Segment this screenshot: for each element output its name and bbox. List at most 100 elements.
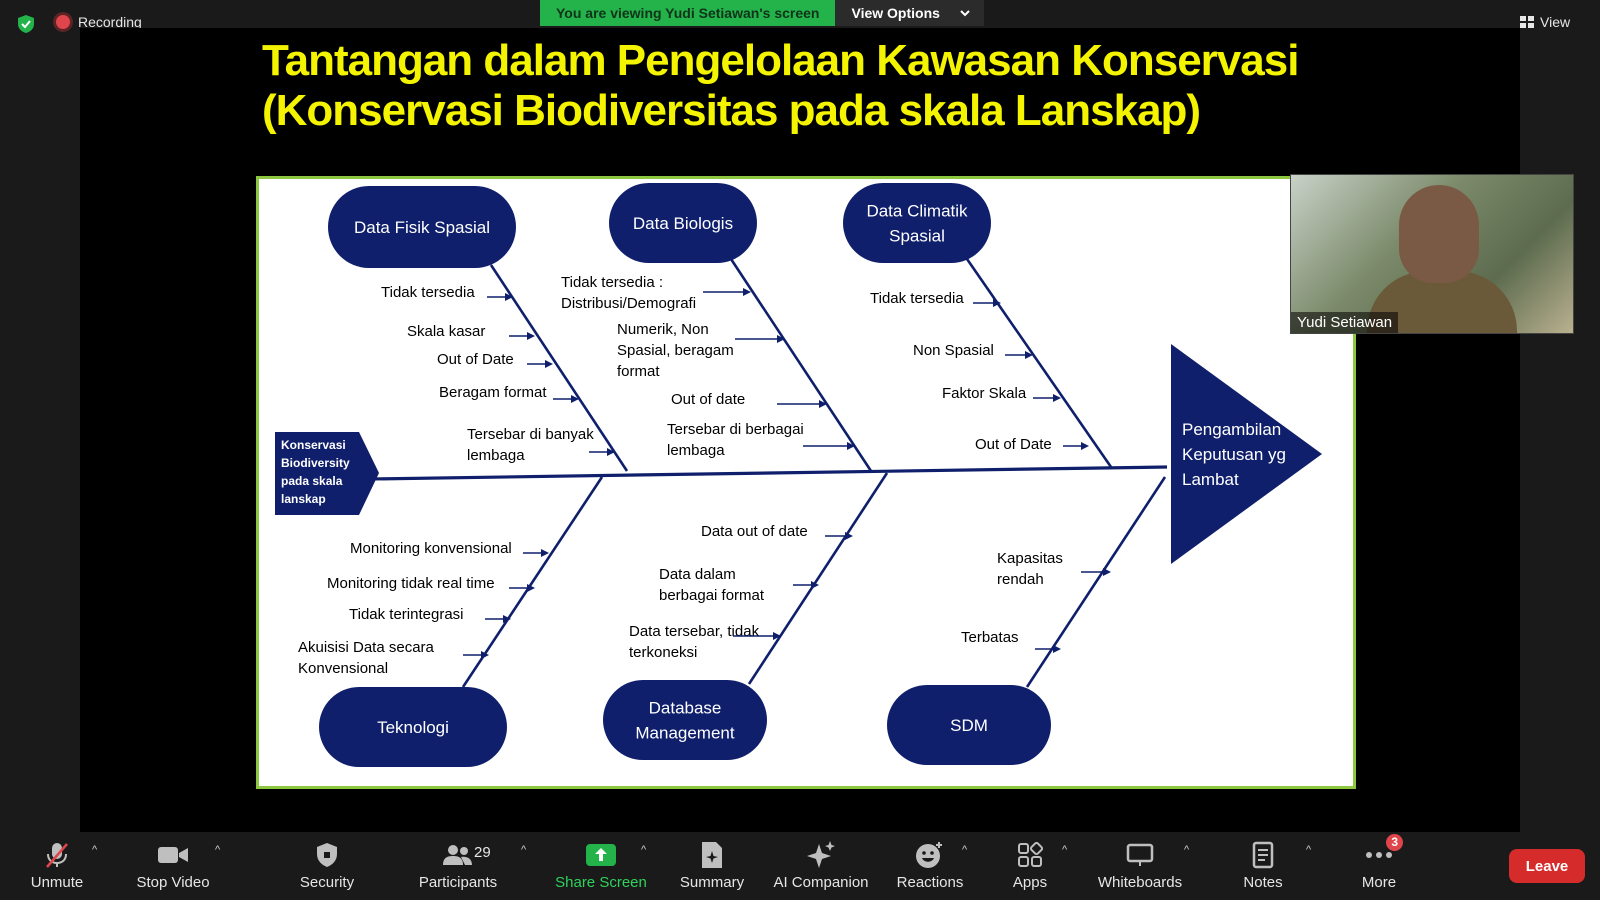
whiteboards-label: Whiteboards — [1098, 874, 1182, 891]
cause-climatik-2: Non Spasial — [913, 342, 994, 359]
cause-climatik-3: Faktor Skala — [942, 385, 1027, 402]
view-options-label: View Options — [851, 5, 939, 21]
security-button[interactable]: Security — [272, 840, 382, 891]
security-label: Security — [300, 874, 354, 891]
reactions-button[interactable]: Reactions — [875, 840, 985, 891]
meeting-toolbar: Unmute ^ Stop Video ^ Security 29 Partic… — [0, 832, 1600, 900]
grid-view-icon — [1520, 16, 1534, 28]
participants-label: Participants — [419, 874, 497, 891]
whiteboards-options-caret[interactable]: ^ — [1184, 844, 1189, 856]
viewing-text: You are viewing Yudi Setiawan's screen — [540, 0, 835, 26]
cause-teknologi-3: Tidak terintegrasi — [349, 606, 464, 623]
more-label: More — [1362, 874, 1396, 891]
cause-sdm-1-arrow-head — [1103, 568, 1111, 576]
participant-avatar — [1399, 185, 1479, 283]
cause-fisik-3-arrow-head — [545, 360, 553, 368]
share-screen-label: Share Screen — [555, 874, 647, 891]
reactions-label: Reactions — [897, 874, 964, 891]
participants-options-caret[interactable]: ^ — [521, 844, 526, 856]
shield-check-icon[interactable] — [16, 14, 36, 34]
participants-icon: 29 — [438, 840, 478, 870]
cause-teknologi-1-arrow-head — [541, 549, 549, 557]
category-teknologi-label: Teknologi — [377, 718, 449, 737]
summary-label: Summary — [680, 874, 744, 891]
notes-button[interactable]: Notes — [1208, 840, 1318, 891]
cause-climatik-4-arrow-head — [1081, 442, 1089, 450]
smiley-icon — [910, 840, 950, 870]
more-dots-icon: 3 — [1359, 840, 1399, 870]
chevron-down-icon — [960, 9, 970, 17]
slide-title-line2: (Konservasi Biodiversitas pada skala Lan… — [262, 86, 1362, 136]
fishbone-diagram: KonservasiBiodiversitypada skalalanskapP… — [256, 176, 1356, 789]
cause-database-1: Data out of date — [701, 523, 808, 540]
cause-fisik-3: Out of Date — [437, 351, 514, 368]
cause-teknologi-1: Monitoring konvensional — [350, 540, 512, 557]
category-climatik-pill — [843, 183, 991, 263]
audio-options-caret[interactable]: ^ — [92, 844, 97, 856]
summary-button[interactable]: Summary — [657, 840, 767, 891]
category-biologis-label: Data Biologis — [633, 214, 733, 233]
cause-fisik-2-arrow-head — [527, 332, 535, 340]
view-button[interactable]: View — [1520, 14, 1570, 30]
participants-button[interactable]: 29 Participants — [403, 840, 513, 891]
bone-biologis — [731, 259, 871, 471]
sparkle-icon — [801, 840, 841, 870]
share-options-caret[interactable]: ^ — [641, 844, 646, 856]
viewing-banner: You are viewing Yudi Setiawan's screen V… — [540, 0, 984, 26]
cause-climatik-1: Tidak tersedia — [870, 290, 964, 307]
category-fisik-label: Data Fisik Spasial — [354, 218, 490, 237]
video-options-caret[interactable]: ^ — [215, 844, 220, 856]
cause-biologis-1: Tidak tersedia :Distribusi/Demografi — [561, 274, 696, 312]
summary-document-icon — [692, 840, 732, 870]
cause-sdm-2: Terbatas — [961, 629, 1019, 646]
category-sdm-label: SDM — [950, 716, 988, 735]
ai-companion-label: AI Companion — [773, 874, 868, 891]
cause-fisik-1: Tidak tersedia — [381, 284, 475, 301]
recording-dot-icon — [56, 15, 70, 29]
apps-icon — [1010, 840, 1050, 870]
slide-title-line1: Tantangan dalam Pengelolaan Kawasan Kons… — [262, 36, 1362, 86]
category-database-pill — [603, 680, 767, 760]
more-button[interactable]: 3 More — [1324, 840, 1434, 891]
apps-options-caret[interactable]: ^ — [1062, 844, 1067, 856]
participants-count: 29 — [474, 844, 491, 861]
apps-label: Apps — [1013, 874, 1047, 891]
ai-companion-button[interactable]: AI Companion — [766, 840, 876, 891]
notes-icon — [1243, 840, 1283, 870]
cause-fisik-2: Skala kasar — [407, 323, 485, 340]
unmute-label: Unmute — [31, 874, 84, 891]
reactions-options-caret[interactable]: ^ — [962, 844, 967, 856]
share-screen-button[interactable]: Share Screen — [546, 840, 656, 891]
stop-video-label: Stop Video — [136, 874, 209, 891]
fishbone-spine — [371, 467, 1167, 479]
notes-options-caret[interactable]: ^ — [1306, 844, 1311, 856]
stop-video-button[interactable]: Stop Video — [118, 840, 228, 891]
slide-title: Tantangan dalam Pengelolaan Kawasan Kons… — [262, 36, 1362, 136]
participant-name: Yudi Setiawan — [1291, 312, 1398, 333]
participant-video-tile[interactable]: Yudi Setiawan — [1290, 174, 1574, 334]
bone-database — [749, 473, 887, 684]
more-badge: 3 — [1386, 834, 1403, 851]
whiteboards-button[interactable]: Whiteboards — [1085, 840, 1195, 891]
cause-climatik-4: Out of Date — [975, 436, 1052, 453]
cause-sdm-2-arrow-head — [1053, 645, 1061, 653]
view-options-button[interactable]: View Options — [835, 0, 983, 26]
microphone-muted-icon — [37, 840, 77, 870]
apps-button[interactable]: Apps — [975, 840, 1085, 891]
leave-button[interactable]: Leave — [1509, 849, 1585, 883]
cause-biologis-3: Out of date — [671, 391, 745, 408]
share-screen-icon — [581, 840, 621, 870]
view-button-label: View — [1540, 14, 1570, 30]
cause-teknologi-2: Monitoring tidak real time — [327, 575, 495, 592]
whiteboard-icon — [1120, 840, 1160, 870]
cause-fisik-4: Beragam format — [439, 384, 547, 401]
shield-icon — [307, 840, 347, 870]
notes-label: Notes — [1243, 874, 1282, 891]
